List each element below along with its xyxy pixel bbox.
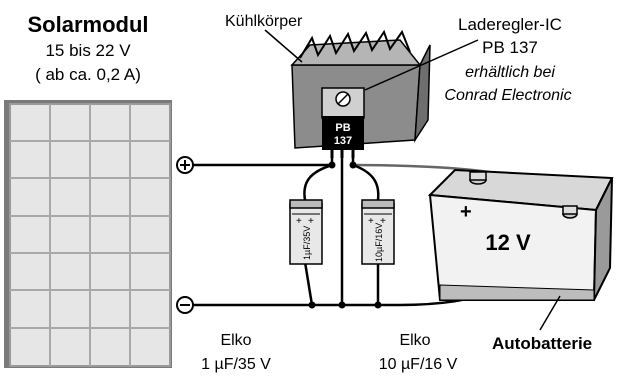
regulator-pointer bbox=[364, 39, 479, 91]
regulator-ic bbox=[321, 87, 365, 158]
capacitor-right-value: 10 µF/16 V bbox=[379, 356, 458, 373]
heatsink-label: Kühlkörper bbox=[225, 13, 303, 30]
heatsink-pointer bbox=[264, 29, 303, 63]
capacitor-right-label: Elko bbox=[399, 332, 430, 349]
capacitor-left bbox=[289, 199, 323, 265]
capacitor-left-body-text: 1µF/35V bbox=[302, 226, 312, 260]
battery-pointer bbox=[539, 295, 561, 331]
capacitor-left-value: 1 µF/35 V bbox=[201, 356, 271, 373]
panel-minus-terminal bbox=[176, 296, 194, 314]
capacitor-left-label: Elko bbox=[220, 332, 251, 349]
regulator-label-line3: erhältlich bei bbox=[465, 64, 555, 81]
capacitor-left-plus-2: + bbox=[308, 216, 314, 227]
capacitor-right bbox=[361, 199, 395, 265]
capacitor-right-plus-2: + bbox=[380, 216, 386, 227]
chip-text-line2: 137 bbox=[334, 135, 352, 147]
chip-text-line1: PB bbox=[335, 122, 350, 134]
capacitor-right-plus: + bbox=[368, 216, 374, 227]
regulator-label-line2: PB 137 bbox=[482, 38, 538, 57]
battery-voltage: 12 V bbox=[485, 230, 531, 255]
battery-plus: + bbox=[460, 201, 472, 223]
car-battery bbox=[427, 168, 614, 301]
capacitor-left-plus: + bbox=[296, 216, 302, 227]
battery-label: Autobatterie bbox=[492, 334, 592, 353]
solar-module-title: Solarmodul bbox=[27, 12, 148, 37]
regulator-label-line1: Laderegler-IC bbox=[458, 15, 562, 34]
panel-plus-terminal bbox=[176, 156, 194, 174]
regulator-label-line4: Conrad Electronic bbox=[444, 87, 571, 104]
solar-panel bbox=[4, 100, 172, 368]
junction-dots bbox=[308, 161, 382, 309]
solar-module-current: ( ab ca. 0,2 A) bbox=[35, 65, 141, 84]
capacitor-right-body-text: 10µF/16V bbox=[374, 223, 384, 262]
solar-module-voltage: 15 bis 22 V bbox=[45, 41, 131, 60]
